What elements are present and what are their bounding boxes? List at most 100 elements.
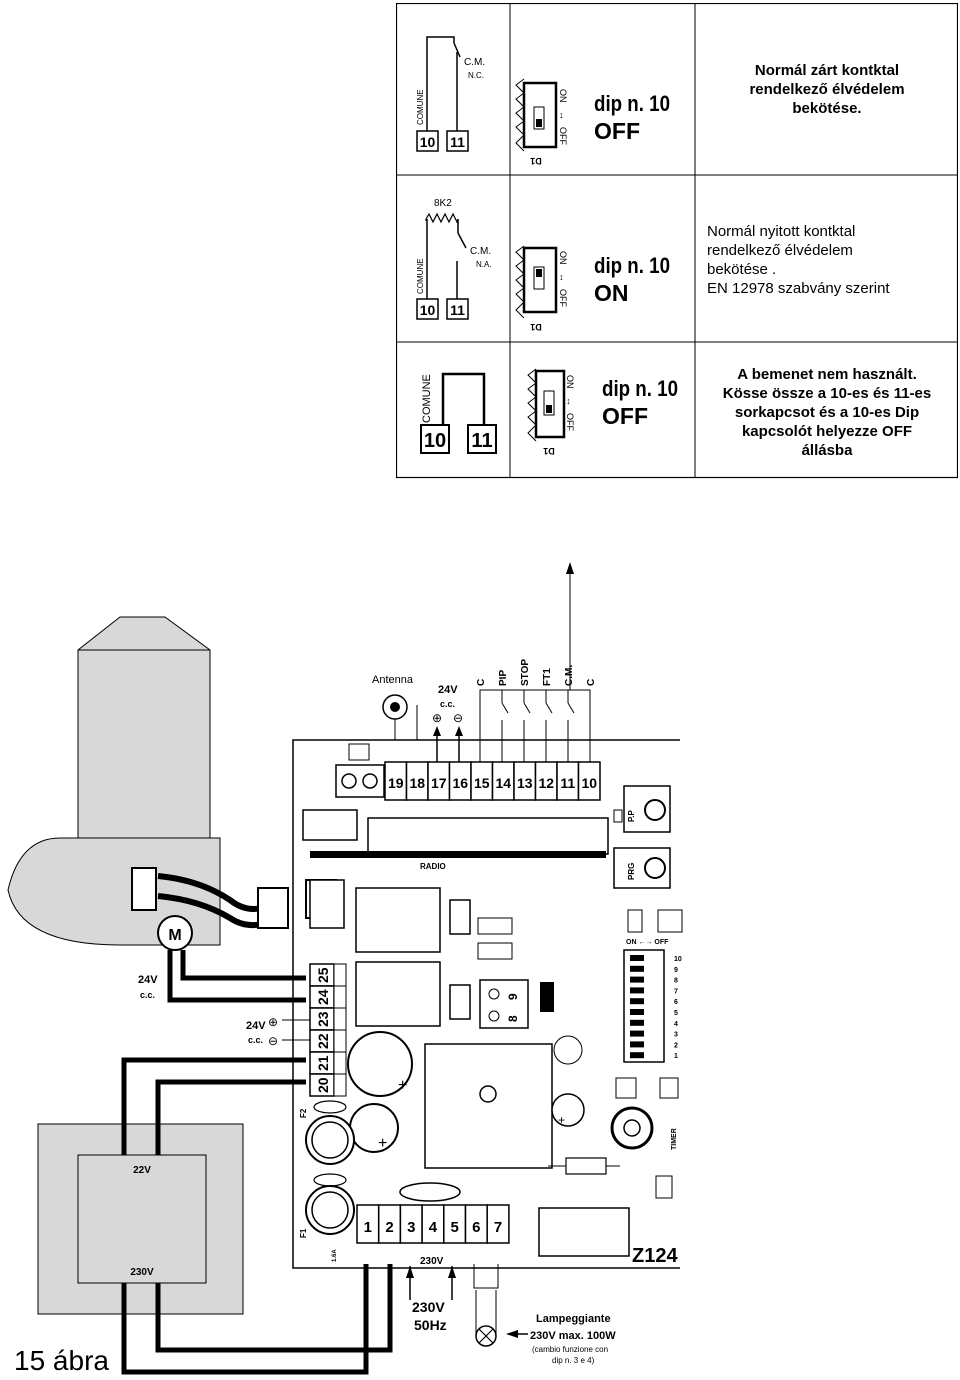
row1-text-line: bekötése. — [792, 100, 862, 117]
row1-dip-off: OFF — [558, 127, 568, 145]
signal-label: C — [586, 679, 597, 686]
dip-switch-lever — [630, 976, 644, 983]
signal-label: PIP — [498, 670, 509, 686]
side-terminal-screw — [333, 1007, 347, 1031]
row3-text-line: állásba — [801, 442, 853, 459]
bottom-terminal-number: 1 — [364, 1219, 372, 1236]
row1-description: Normál zárt kontktal rendelkező élvédele… — [700, 61, 954, 118]
dip-switch-lever — [630, 955, 644, 961]
row3-dip-state: OFF — [602, 403, 648, 429]
row2-term-10: 10 — [420, 302, 436, 318]
row3-text-line: kapcsolót helyezze OFF — [741, 423, 913, 440]
row1-term-10: 10 — [420, 134, 436, 150]
row3-comune-label: COMUNE — [421, 374, 433, 423]
top-terminal-number: 15 — [474, 775, 490, 791]
lamp-note-1: (cambio funzione con — [532, 1345, 608, 1354]
fuse-f1-value: 1.6A — [332, 1249, 338, 1262]
signal-label: FT1 — [542, 668, 553, 686]
top-terminal-number: 16 — [452, 775, 468, 791]
batt-plus: ⊕ — [268, 1015, 278, 1029]
row3-dip-on: ON — [565, 375, 575, 389]
row2-term-11: 11 — [450, 302, 465, 318]
transformer-230v: 230V — [130, 1267, 154, 1278]
transformer-22v: 22V — [133, 1165, 151, 1176]
row2-dip-d1: D1 — [530, 322, 542, 332]
bottom-terminal-number: 6 — [472, 1219, 480, 1236]
gearmotor: M — [7, 616, 337, 951]
top-terminal-number: 12 — [538, 775, 554, 791]
row3-text-line: A bemenet nem használt. — [737, 366, 917, 383]
top-terminal-number: 18 — [409, 775, 425, 791]
row1-dip-d1: D1 — [530, 156, 542, 166]
row3-dip-arrow: ↔ — [565, 397, 575, 406]
row1-dip-state: OFF — [594, 118, 640, 144]
side-terminal-screw — [333, 985, 347, 1009]
motor-label: M — [168, 927, 181, 944]
dip-switch-lever — [630, 987, 644, 994]
bottom-terminal-number: 2 — [385, 1219, 393, 1236]
dip-switch-number: 6 — [674, 999, 678, 1006]
row3-dip-off: OFF — [565, 413, 575, 431]
dip-switch-lever — [630, 965, 644, 972]
row2-text-line: EN 12978 szabvány szerint — [707, 280, 890, 297]
row3-term-11: 11 — [471, 430, 492, 452]
bottom-terminal-number: 7 — [494, 1219, 502, 1236]
board-model: Z124 — [632, 1245, 678, 1267]
row3-description: A bemenet nem használt. Kösse össze a 10… — [700, 365, 954, 460]
cap-plus: + — [398, 1077, 407, 1094]
top-terminal-number: 14 — [495, 775, 511, 791]
row2-dip-state: ON — [594, 280, 629, 306]
dip-switch-lever — [630, 1052, 644, 1059]
cap-plus-3: + — [558, 1113, 565, 1127]
row2-text-line: rendelkező élvédelem — [707, 242, 853, 259]
side-terminal-screw — [333, 963, 347, 987]
side-terminal-number: 22 — [315, 1033, 331, 1049]
row1-cm: C.M. — [464, 57, 485, 68]
fuse-f2-label: F2 — [299, 1108, 308, 1118]
row1-text-line: Normál zárt kontktal — [754, 62, 900, 79]
top-terminal-number: 13 — [517, 775, 533, 791]
top-terminal-number: 19 — [388, 775, 404, 791]
row2-cm: C.M. — [470, 246, 491, 257]
dip-switch-lever — [630, 1009, 644, 1015]
power-wiring: 24V c.c. 24V c.c. ⊕ ⊖ 230V 50Hz 230V Lam… — [121, 950, 616, 1375]
dip-switch-number: 9 — [674, 967, 678, 974]
row2-text-line: bekötése . — [707, 261, 777, 278]
dip-switch-number: 4 — [674, 1021, 678, 1028]
signal-label: C — [476, 679, 487, 686]
minus-symbol: ⊖ — [453, 711, 463, 725]
top-terminal-number: 11 — [560, 775, 575, 791]
row2-wiring: 8K2 COMUNE 10 11 C.M. N.A. — [416, 198, 492, 320]
pp-label: P.P — [627, 809, 636, 822]
v24-top: 24V — [438, 684, 458, 696]
jumper-8: 8 — [506, 1015, 520, 1022]
motor-cc: c.c. — [140, 990, 155, 1000]
row3-wiring: COMUNE 10 11 — [420, 372, 497, 454]
motor-24v: 24V — [138, 974, 158, 986]
row1-dip-title: dip n. 10 — [594, 91, 670, 116]
batt-24v: 24V — [246, 1020, 266, 1032]
side-terminal-screw — [333, 1029, 347, 1053]
row1-comune-label: COMUNE — [416, 89, 425, 125]
row3-dip-d1: D1 — [543, 446, 555, 456]
row2-description: Normál nyitott kontktal rendelkező élvéd… — [707, 222, 960, 298]
signal-label: STOP — [520, 659, 531, 686]
side-terminal-number: 23 — [315, 1011, 331, 1027]
lamp-note-2: dip n. 3 e 4) — [552, 1356, 595, 1365]
row2-dip: D1 ON ↔ OFF dip n. 10 ON — [515, 245, 670, 332]
row3-dip-title: dip n. 10 — [602, 376, 678, 401]
mains-230v: 230V — [412, 1299, 445, 1315]
side-terminal-screw — [333, 1073, 347, 1097]
dip-switch-number: 1 — [674, 1053, 678, 1060]
side-terminal-number: 24 — [315, 989, 331, 1005]
row3-text-line: Kösse össze a 10-es és 11-es — [722, 385, 932, 402]
row2-dip-off: OFF — [558, 289, 568, 307]
dip-switch-number: 7 — [674, 988, 678, 995]
lamp-title: Lampeggiante — [536, 1313, 611, 1325]
